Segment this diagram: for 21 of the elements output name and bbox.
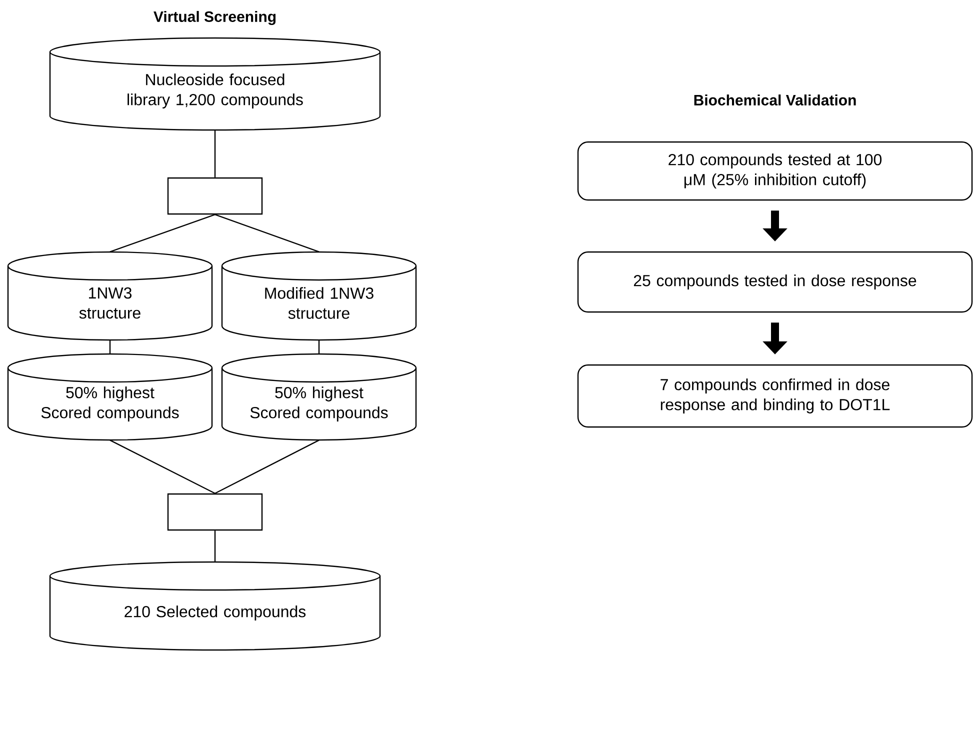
section-heading: Biochemical Validation — [694, 94, 856, 106]
process-box — [167, 493, 263, 531]
connector-line — [109, 340, 111, 354]
connector-line — [214, 440, 320, 494]
connector-line — [110, 440, 216, 494]
cylinder: Nucleoside focused library 1,200 compounds — [49, 37, 381, 131]
connector-line — [110, 214, 216, 252]
rounded-box: 210 compounds tested at 100 μM (25% inhibition cutoff) — [577, 141, 973, 201]
section-heading: Virtual Screening — [154, 10, 276, 26]
cylinder: 210 Selected compounds — [49, 561, 381, 651]
connector-line — [214, 214, 320, 252]
rounded-box: 7 compounds confirmed in dose response and binding to DOT1L — [577, 364, 973, 428]
cylinder: 50% highest Scored compounds — [221, 353, 417, 441]
cylinder: 50% highest Scored compounds — [7, 353, 213, 441]
connector-line — [214, 130, 216, 178]
rounded-box: 25 compounds tested in dose response — [577, 251, 973, 313]
connector-line — [214, 530, 216, 562]
process-box — [167, 177, 263, 215]
cylinder: 1NW3 structure — [7, 251, 213, 341]
cylinder: Modified 1NW3 structure — [221, 251, 417, 341]
connector-line — [318, 340, 320, 354]
